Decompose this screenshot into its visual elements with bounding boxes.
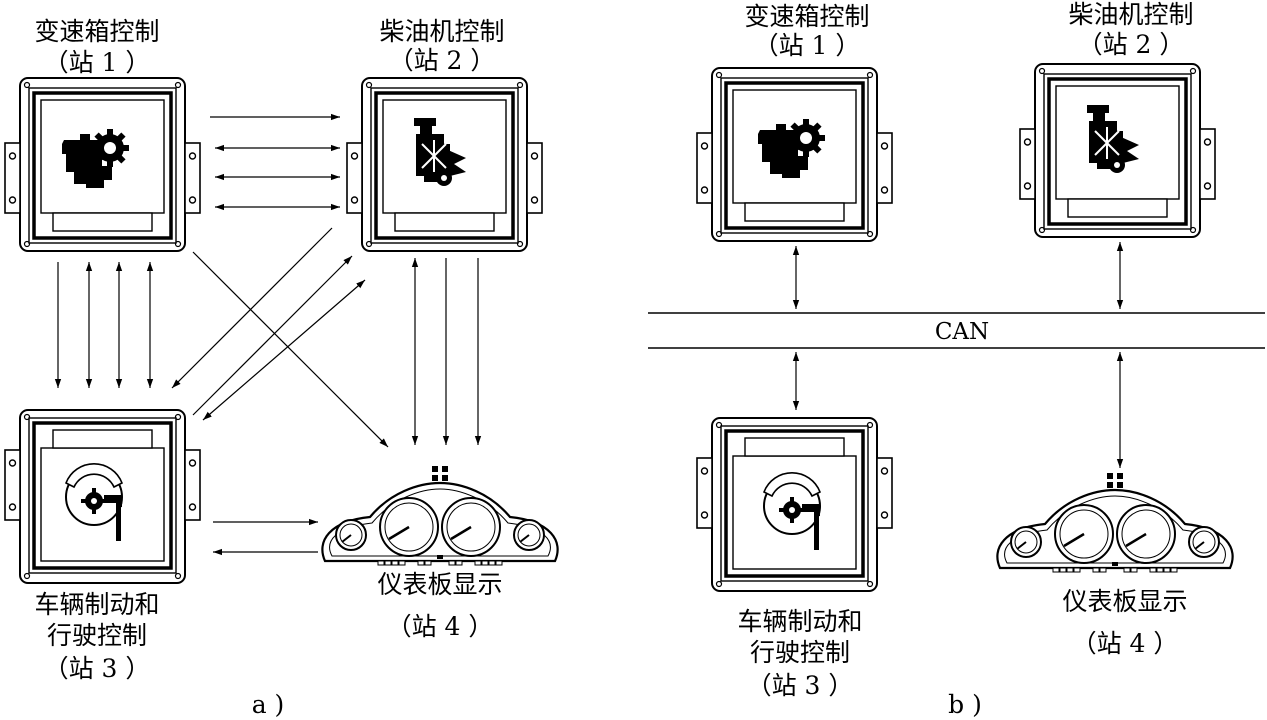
station-1-name: 变速箱控制 <box>34 17 159 46</box>
station-4-number: （站 4 ） <box>1072 629 1179 658</box>
station-4-dashboard <box>321 464 559 567</box>
station-2-diesel-control <box>1018 62 1217 239</box>
station-2-number: （站 2 ） <box>1078 30 1185 59</box>
station-3-name-line-2: 行驶控制 <box>750 638 850 667</box>
panel-b-labels: 变速箱控制 （站 1 ） 柴油机控制 （站 2 ） 车辆制动和 行驶控制 （站 … <box>737 0 1193 719</box>
station-3-number: （站 3 ） <box>747 671 854 700</box>
bus-connections <box>792 242 1124 468</box>
instrument-cluster-icon <box>321 464 559 567</box>
station-3-brake-drive-control <box>3 408 202 585</box>
panel-b-caption: b ) <box>948 690 982 719</box>
station-4-name: 仪表板显示 <box>377 570 502 599</box>
station-4-number: （站 4 ） <box>387 612 494 641</box>
station-3-brake-drive-control <box>695 416 894 593</box>
station-2-diesel-control <box>345 76 544 253</box>
station-1-gearbox-control <box>695 66 894 243</box>
panel-a: 变速箱控制 （站 1 ） 柴油机控制 （站 2 ） 车辆制动和 行驶控制 （站 … <box>3 17 559 719</box>
station-2-name: 柴油机控制 <box>379 17 504 46</box>
station-1-name: 变速箱控制 <box>744 2 869 31</box>
station-1-number: （站 1 ） <box>754 31 861 60</box>
station-2-number: （站 2 ） <box>389 46 496 75</box>
station-4-name: 仪表板显示 <box>1062 587 1187 616</box>
panel-a-caption: a ) <box>252 690 285 719</box>
station-4-dashboard <box>996 471 1234 574</box>
can-bus-label: CAN <box>935 319 989 345</box>
station-3-name-line-1: 车辆制动和 <box>737 607 862 636</box>
station-1-gearbox-control <box>3 76 202 253</box>
station-3-name-line-1: 车辆制动和 <box>34 590 159 619</box>
station-3-name-line-2: 行驶控制 <box>47 621 147 650</box>
panel-a-labels: 变速箱控制 （站 1 ） 柴油机控制 （站 2 ） 车辆制动和 行驶控制 （站 … <box>34 17 504 719</box>
station-2-name: 柴油机控制 <box>1068 0 1193 29</box>
can-bus: CAN <box>648 312 1265 349</box>
station-1-number: （站 1 ） <box>44 48 151 77</box>
panel-b: CAN 变速箱控制 （站 1 ） 柴油机控制 （站 2 ） 车辆制动和 行驶控制… <box>648 0 1265 719</box>
instrument-cluster-icon <box>996 471 1234 574</box>
point-to-point-links <box>54 113 482 556</box>
station-3-number: （站 3 ） <box>44 654 151 683</box>
